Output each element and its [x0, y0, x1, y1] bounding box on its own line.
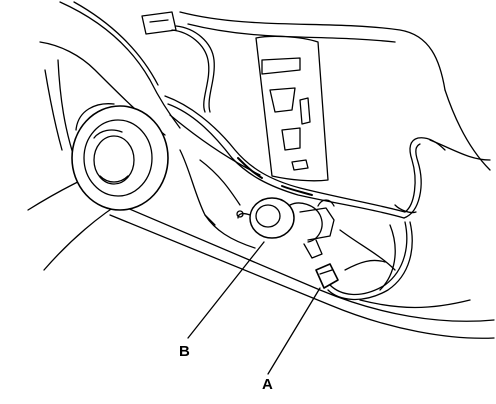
- leader-line-b: [187, 241, 265, 339]
- window-motor: [236, 197, 335, 259]
- wire-harness: [164, 95, 446, 301]
- leader-lines: [187, 241, 321, 375]
- leader-line-a: [267, 287, 321, 375]
- speaker: [71, 103, 169, 211]
- regulator-bracket: [255, 35, 329, 182]
- wire-connector-top: [141, 11, 215, 113]
- connector-a: [315, 263, 339, 289]
- callout-a: A: [262, 376, 273, 393]
- callout-b: B: [179, 343, 190, 360]
